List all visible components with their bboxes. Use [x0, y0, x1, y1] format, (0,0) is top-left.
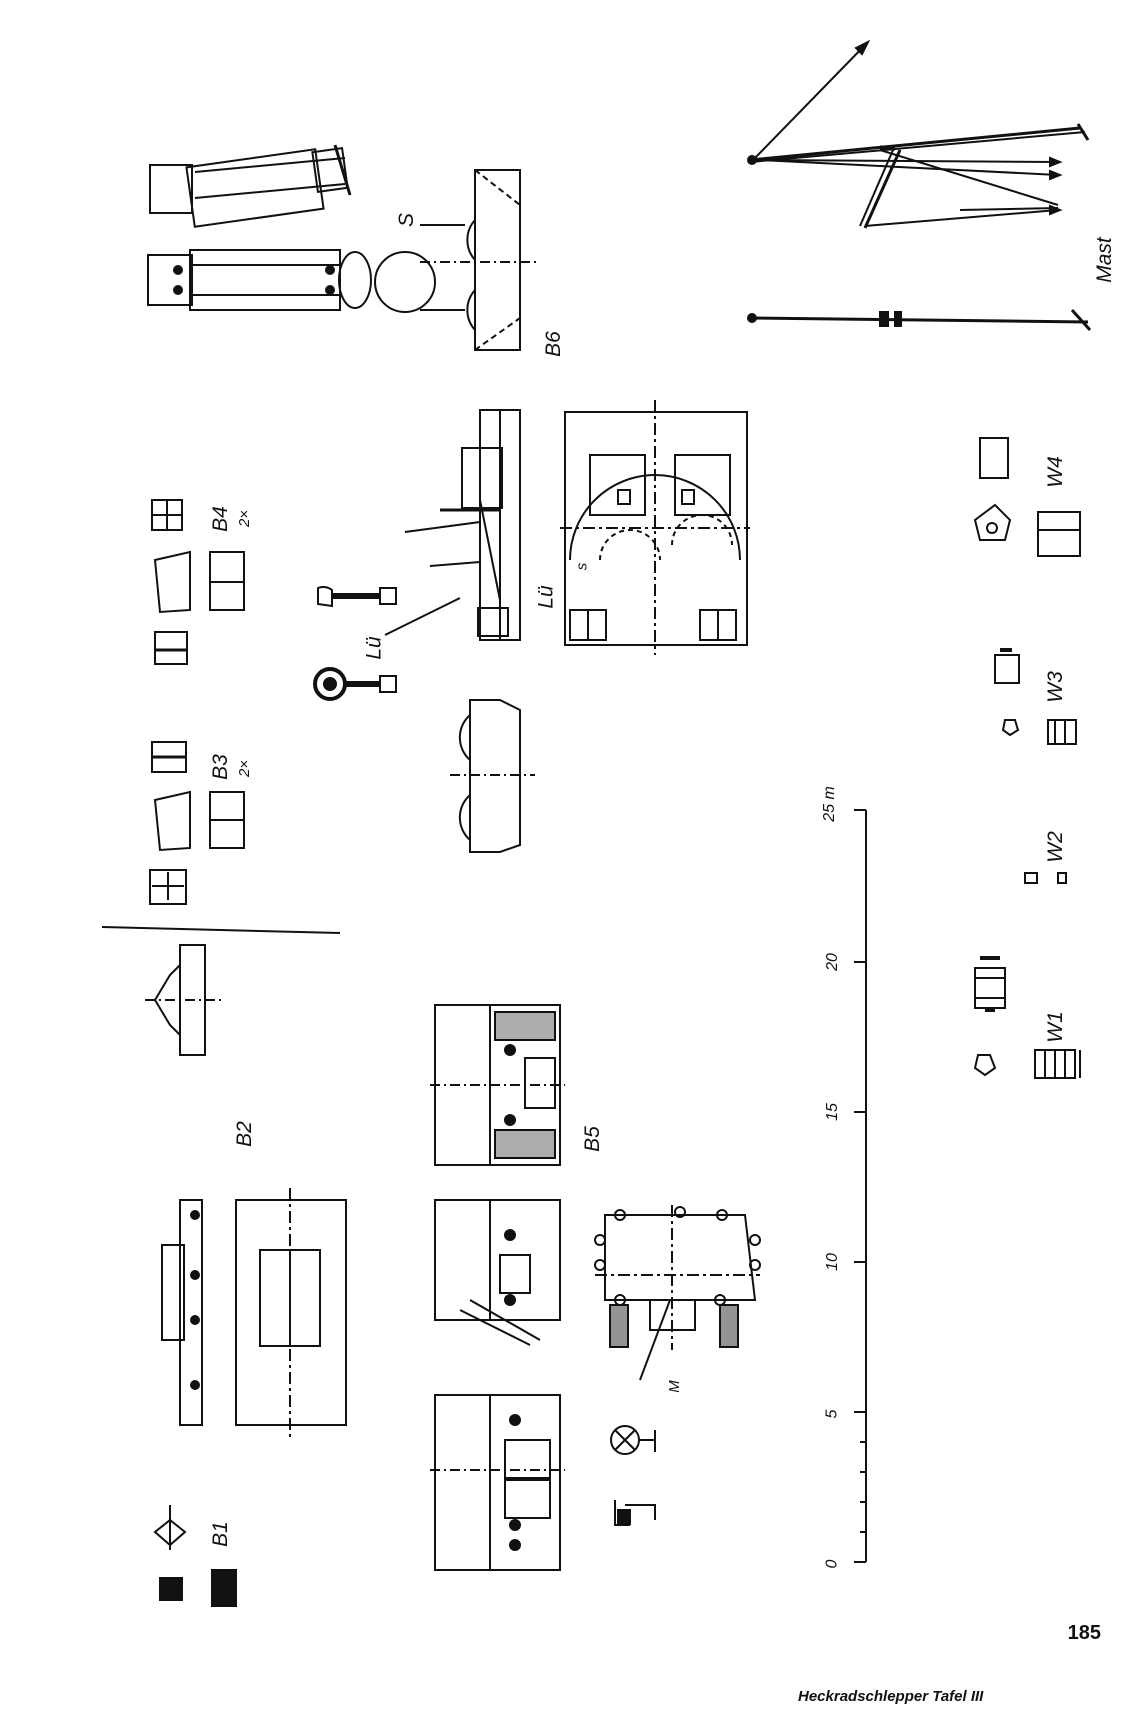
boiler-tubes-drawing	[147, 144, 436, 313]
b5-plan-view	[594, 1205, 761, 1381]
label-b4: B4	[208, 506, 232, 532]
deckhouse-side-view	[384, 409, 521, 641]
label-b1: B1	[208, 1521, 232, 1547]
scale-tick-15: 15	[823, 1103, 841, 1121]
label-b6: B6	[541, 331, 565, 357]
w4-winch	[973, 437, 1081, 557]
mast-drawing	[747, 39, 1092, 332]
label-w2: W2	[1043, 831, 1067, 863]
label-mast: Mast	[1092, 237, 1116, 283]
w2-winch	[1024, 872, 1067, 884]
b6-hull-profile	[420, 169, 540, 351]
b3-details	[149, 741, 245, 905]
page-number: 185	[1067, 1622, 1101, 1644]
label-b4-count: 2×	[236, 509, 254, 528]
w1-winch	[973, 956, 1081, 1079]
steering-wheel-and-pump	[610, 1425, 656, 1526]
scale-tick-5: 5	[823, 1409, 841, 1419]
b5-end-view	[430, 1394, 565, 1571]
b1-details	[153, 1505, 237, 1607]
plate-caption: Heckradschlepper Tafel III	[798, 1688, 984, 1705]
scale-bar	[854, 809, 867, 1563]
b5-section-view	[434, 1199, 561, 1346]
label-s: S	[395, 212, 419, 228]
deck-plan-view	[560, 400, 750, 655]
scale-tick-0: 0	[823, 1559, 841, 1569]
b4-details	[151, 499, 245, 665]
ventilator-parts	[313, 585, 397, 701]
label-w4: W4	[1043, 456, 1067, 488]
label-lu-1: Lü	[362, 636, 386, 660]
label-s-small: s	[573, 562, 591, 571]
label-lu-2: Lü	[534, 585, 558, 609]
label-m: M	[665, 1380, 683, 1393]
label-b3: B3	[208, 754, 232, 780]
label-w3: W3	[1043, 671, 1067, 703]
label-w1: W1	[1043, 1011, 1067, 1043]
scale-tick-10: 10	[823, 1253, 841, 1271]
scale-tick-20: 20	[823, 953, 841, 971]
label-b2: B2	[232, 1121, 256, 1147]
scale-tick-25: 25 m	[820, 786, 838, 822]
b2-pontoon-side	[145, 944, 225, 1056]
buoy-section	[450, 699, 535, 853]
w3-winch	[994, 648, 1077, 745]
divider-line	[101, 926, 341, 934]
label-b5: B5	[580, 1126, 604, 1152]
label-b3-count: 2×	[236, 759, 254, 778]
b5-front-view	[430, 1004, 565, 1166]
b2-pontoon-plan	[161, 1188, 347, 1440]
